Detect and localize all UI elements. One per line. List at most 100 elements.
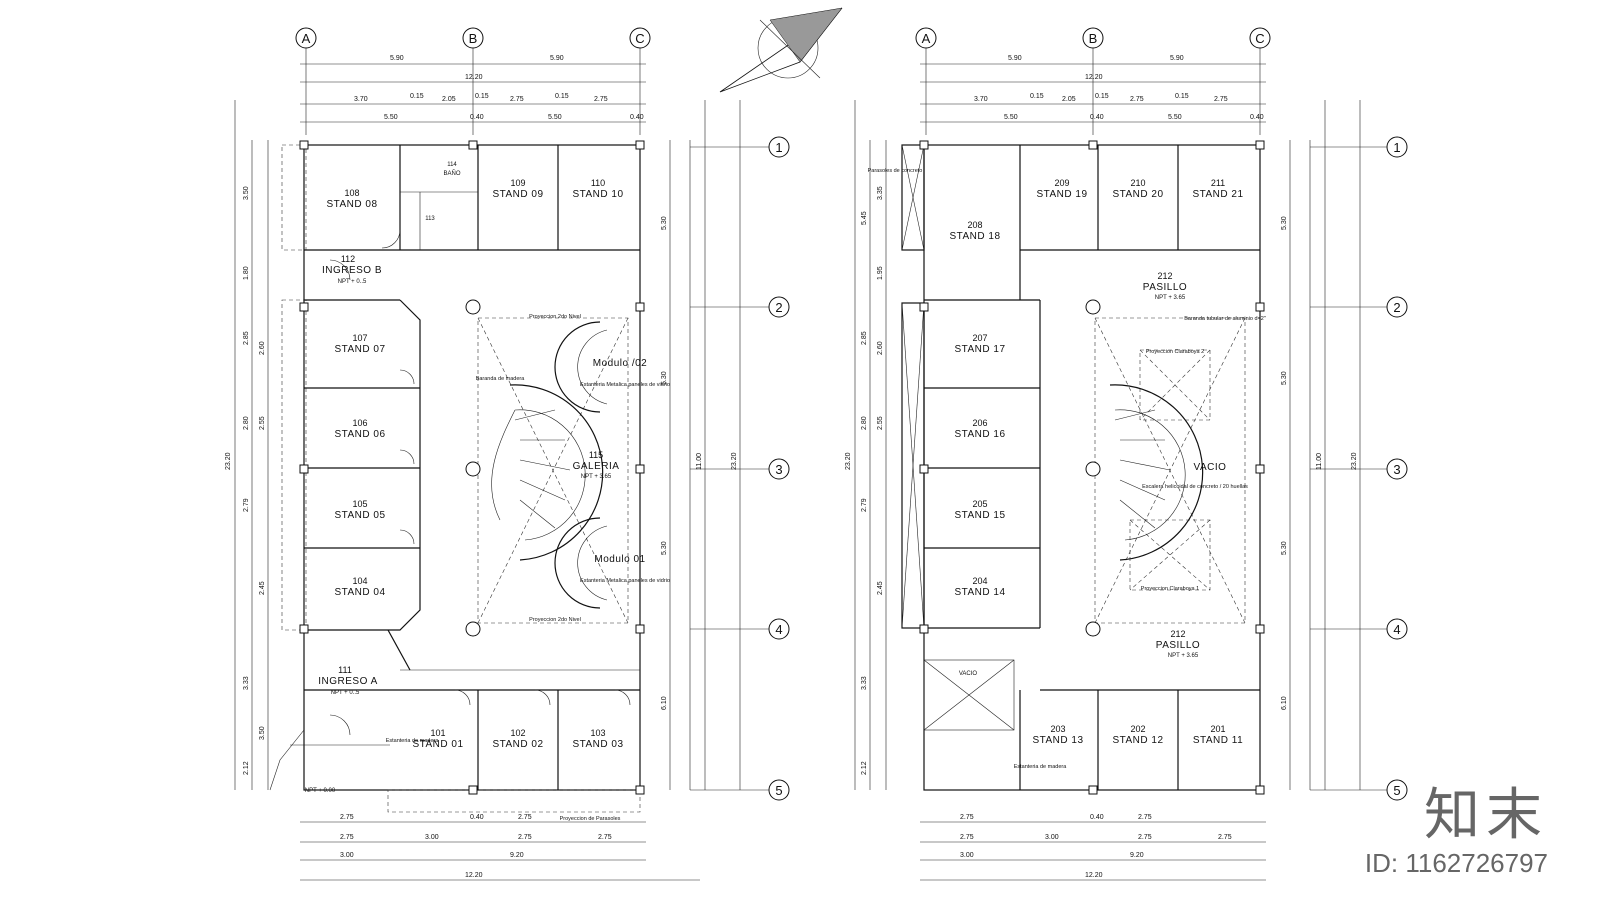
svg-text:GALERIA: GALERIA — [573, 461, 620, 472]
svg-text:STAND 04: STAND 04 — [334, 587, 385, 598]
svg-text:1.80: 1.80 — [243, 266, 250, 280]
svg-text:6.10: 6.10 — [1281, 696, 1288, 710]
svg-text:STAND 10: STAND 10 — [572, 189, 623, 200]
svg-text:A: A — [302, 31, 311, 46]
axis-bubble-4: 4 — [768, 618, 790, 640]
svg-text:5.30: 5.30 — [661, 371, 668, 385]
svg-text:3.00: 3.00 — [340, 852, 354, 859]
skylight-2-note: Proyeccion Claraboya 2 — [1146, 349, 1204, 355]
svg-text:3.35: 3.35 — [877, 186, 884, 200]
svg-text:2.60: 2.60 — [877, 341, 884, 355]
svg-text:PASILLO: PASILLO — [1156, 640, 1200, 651]
svg-text:NPT + 3.65: NPT + 3.65 — [581, 474, 612, 480]
svg-text:5: 5 — [1393, 783, 1400, 798]
svg-text:STAND 11: STAND 11 — [1193, 735, 1243, 746]
shelf-note-bottom: Estanteria Metalica paneles de vidrio — [580, 578, 670, 584]
svg-text:2.05: 2.05 — [1062, 96, 1076, 103]
watermark-id: ID: 1162726797 — [1364, 848, 1548, 878]
svg-text:C: C — [1255, 31, 1264, 46]
svg-text:9.20: 9.20 — [1130, 852, 1144, 859]
svg-text:0.40: 0.40 — [630, 114, 644, 121]
svg-text:209: 209 — [1054, 178, 1069, 188]
svg-text:2.75: 2.75 — [598, 834, 612, 841]
svg-text:PASILLO: PASILLO — [1143, 282, 1187, 293]
sunshade-note: Proyeccion de Parasoles — [560, 816, 621, 822]
svg-text:5.30: 5.30 — [1281, 541, 1288, 555]
svg-text:INGRESO A: INGRESO A — [318, 676, 378, 687]
svg-text:205: 205 — [972, 499, 987, 509]
svg-text:STAND 13: STAND 13 — [1032, 735, 1083, 746]
svg-text:2.85: 2.85 — [243, 331, 250, 345]
svg-text:NPT + 3.65: NPT + 3.65 — [1168, 653, 1199, 659]
svg-text:4: 4 — [1393, 622, 1400, 637]
svg-text:3.00: 3.00 — [1045, 834, 1059, 841]
axis-bubble-5: 5 — [768, 779, 790, 801]
svg-text:5.90: 5.90 — [550, 55, 564, 62]
axis-bubble-2: 2 — [1386, 296, 1408, 318]
svg-text:9.20: 9.20 — [510, 852, 524, 859]
svg-text:2.85: 2.85 — [861, 331, 868, 345]
svg-text:2.80: 2.80 — [861, 416, 868, 430]
svg-text:11.00: 11.00 — [1316, 453, 1323, 470]
svg-text:0.40: 0.40 — [470, 114, 484, 121]
svg-text:5.30: 5.30 — [1281, 371, 1288, 385]
svg-text:STAND 06: STAND 06 — [334, 429, 385, 440]
svg-text:NPT + 0..5: NPT + 0..5 — [338, 279, 367, 285]
svg-text:12.20: 12.20 — [465, 74, 483, 81]
axis-bubble-5: 5 — [1386, 779, 1408, 801]
svg-text:2.75: 2.75 — [594, 96, 608, 103]
svg-text:112: 112 — [341, 254, 355, 264]
skylight-1-note: Proyeccion Claraboya 1 — [1141, 586, 1199, 592]
svg-text:12.20: 12.20 — [1085, 74, 1103, 81]
svg-text:203: 203 — [1050, 724, 1065, 734]
svg-text:212: 212 — [1157, 271, 1172, 281]
svg-text:0.40: 0.40 — [1090, 814, 1104, 821]
svg-text:3.00: 3.00 — [960, 852, 974, 859]
watermark-brand: 知末 — [1424, 783, 1548, 848]
svg-text:INGRESO B: INGRESO B — [322, 265, 382, 276]
svg-text:0.15: 0.15 — [1175, 93, 1189, 100]
projection-note-bottom: Proyeccion 2do Nivel — [529, 617, 581, 623]
spiral-staircase — [1109, 384, 1204, 561]
svg-text:2.60: 2.60 — [259, 341, 266, 355]
axis-bubble-2: 2 — [768, 296, 790, 318]
svg-text:2.75: 2.75 — [510, 96, 524, 103]
svg-text:2.75: 2.75 — [960, 834, 974, 841]
svg-text:STAND 01: STAND 01 — [412, 739, 463, 750]
svg-text:2.75: 2.75 — [1130, 96, 1144, 103]
room-pasillo-bottom: 212 PASILLO NPT + 3.65 — [1156, 629, 1200, 659]
svg-text:2.75: 2.75 — [518, 834, 532, 841]
svg-text:0.40: 0.40 — [1090, 114, 1104, 121]
svg-text:210: 210 — [1130, 178, 1145, 188]
axis-bubble-c: C — [629, 27, 651, 49]
axis-bubble-a: A — [915, 27, 937, 49]
axis-bubble-3: 3 — [768, 458, 790, 480]
svg-text:23.20: 23.20 — [225, 452, 232, 470]
svg-text:C: C — [635, 31, 644, 46]
svg-text:23.20: 23.20 — [845, 452, 852, 470]
svg-text:2.75: 2.75 — [1214, 96, 1228, 103]
svg-text:STAND 21: STAND 21 — [1192, 189, 1243, 200]
svg-text:202: 202 — [1130, 724, 1145, 734]
void-small-label: VACIO — [959, 671, 978, 677]
svg-text:0.15: 0.15 — [555, 93, 569, 100]
svg-text:103: 103 — [590, 728, 605, 738]
svg-text:211: 211 — [1211, 178, 1225, 188]
svg-text:STAND 12: STAND 12 — [1112, 735, 1163, 746]
svg-text:2: 2 — [1393, 300, 1400, 315]
svg-text:1: 1 — [1393, 140, 1400, 155]
svg-text:STAND 16: STAND 16 — [954, 429, 1005, 440]
svg-text:5.50: 5.50 — [384, 114, 398, 121]
svg-text:STAND 18: STAND 18 — [949, 231, 1000, 242]
